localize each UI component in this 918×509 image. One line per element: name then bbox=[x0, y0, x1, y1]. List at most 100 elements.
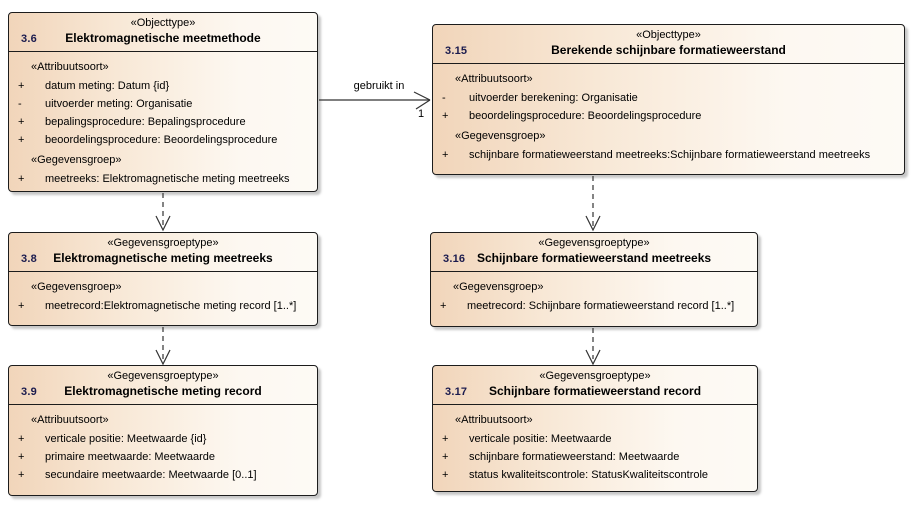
visibility-marker: + bbox=[442, 149, 449, 161]
class-box-elektromagnetische-meting-meetreeks[interactable]: «Gegevensgroeptype» 3.8 Elektromagnetisc… bbox=[8, 232, 318, 326]
class-box-elektromagnetische-meetmethode[interactable]: «Objecttype» 3.6 Elektromagnetische meet… bbox=[8, 12, 318, 192]
box-attributes-compartment: «Attribuutsoort» + datum meting: Datum {… bbox=[9, 52, 317, 191]
visibility-marker: + bbox=[442, 110, 449, 122]
connector-multiplicity: 1 bbox=[418, 108, 424, 120]
stereotype-label: «Gegevensgroeptype» bbox=[539, 370, 651, 382]
box-name-row: 3.8 Elektromagnetische meting meetreeks bbox=[15, 250, 311, 266]
attribute-row: + beoordelingsprocedure: Beoordelingspro… bbox=[9, 131, 313, 149]
attribute-text: beoordelingsprocedure: Beoordelingsproce… bbox=[45, 134, 278, 146]
attribute-row: + beoordelingsprocedure: Beoordelingspro… bbox=[433, 107, 900, 125]
attribute-text: meetrecord: Schijnbare formatieweerstand… bbox=[467, 300, 735, 312]
visibility-marker: + bbox=[18, 134, 25, 146]
box-number: 3.17 bbox=[445, 386, 468, 398]
visibility-marker: + bbox=[18, 433, 25, 445]
attribute-row: + meetrecord: Schijnbare formatieweersta… bbox=[431, 297, 753, 315]
attribute-text: secundaire meetwaarde: Meetwaarde [0..1] bbox=[45, 469, 257, 481]
attribute-text: meetreeks: Elektromagnetische meting mee… bbox=[45, 173, 290, 185]
box-number: 3.15 bbox=[445, 45, 468, 57]
visibility-marker: + bbox=[18, 451, 25, 463]
stereotype-label: «Gegevensgroeptype» bbox=[107, 237, 219, 249]
attribute-text: uitvoerder berekening: Organisatie bbox=[469, 92, 638, 104]
box-number: 3.16 bbox=[443, 253, 466, 265]
attribute-text: status kwaliteitscontrole: StatusKwalite… bbox=[469, 469, 709, 481]
connector-label: gebruikt in bbox=[354, 80, 405, 92]
box-title-compartment: «Objecttype» 3.15 Berekende schijnbare f… bbox=[433, 25, 904, 64]
box-attributes-compartment: «Attribuutsoort» + verticale positie: Me… bbox=[433, 405, 757, 488]
section-heading: «Attribuutsoort» bbox=[455, 414, 533, 426]
attribute-text: verticale positie: Meetwaarde {id} bbox=[45, 433, 207, 445]
box-title-compartment: «Gegevensgroeptype» 3.8 Elektromagnetisc… bbox=[9, 233, 317, 272]
box-title-compartment: «Gegevensgroeptype» 3.16 Schijnbare form… bbox=[431, 233, 757, 272]
box-name-row: 3.9 Elektromagnetische meting record bbox=[15, 383, 311, 399]
box-number: 3.8 bbox=[21, 253, 37, 265]
box-name-row: 3.6 Elektromagnetische meetmethode bbox=[15, 30, 311, 46]
visibility-marker: + bbox=[440, 300, 447, 312]
box-name-row: 3.15 Berekende schijnbare formatieweerst… bbox=[439, 42, 898, 58]
attribute-row: - uitvoerder meting: Organisatie bbox=[9, 95, 313, 113]
attribute-row: + primaire meetwaarde: Meetwaarde bbox=[9, 448, 313, 466]
visibility-marker: + bbox=[18, 173, 25, 185]
visibility-marker: + bbox=[18, 300, 25, 312]
open-arrowhead-right-icon bbox=[413, 91, 431, 110]
attribute-text: schijnbare formatieweerstand meetreeks:S… bbox=[469, 149, 871, 161]
class-box-schijnbare-formatieweerstand-meetreeks[interactable]: «Gegevensgroeptype» 3.16 Schijnbare form… bbox=[430, 232, 758, 327]
class-box-elektromagnetische-meting-record[interactable]: «Gegevensgroeptype» 3.9 Elektromagnetisc… bbox=[8, 365, 318, 496]
visibility-marker: + bbox=[18, 116, 25, 128]
attribute-row: + status kwaliteitscontrole: StatusKwali… bbox=[433, 466, 753, 484]
box-attributes-compartment: «Attribuutsoort» + verticale positie: Me… bbox=[9, 405, 317, 488]
stereotype-label: «Objecttype» bbox=[636, 29, 701, 41]
section-heading: «Gegevensgroep» bbox=[31, 281, 122, 293]
box-name: Schijnbare formatieweerstand meetreeks bbox=[476, 251, 712, 265]
attribute-text: schijnbare formatieweerstand: Meetwaarde bbox=[469, 451, 680, 463]
visibility-marker: + bbox=[442, 433, 449, 445]
box-name: Elektromagnetische meting meetreeks bbox=[53, 251, 273, 265]
attribute-row: + bepalingsprocedure: Bepalingsprocedure bbox=[9, 113, 313, 131]
attribute-row: + schijnbare formatieweerstand meetreeks… bbox=[433, 146, 900, 164]
open-arrowhead-down-icon bbox=[155, 215, 171, 232]
stereotype-label: «Gegevensgroeptype» bbox=[107, 370, 219, 382]
box-attributes-compartment: «Attribuutsoort» - uitvoerder berekening… bbox=[433, 64, 904, 168]
open-arrowhead-down-icon bbox=[155, 349, 171, 366]
visibility-marker: - bbox=[442, 92, 446, 104]
box-number: 3.6 bbox=[21, 33, 37, 45]
box-name: Elektromagnetische meting record bbox=[64, 384, 262, 398]
attribute-row: + verticale positie: Meetwaarde {id} bbox=[9, 430, 313, 448]
section-heading: «Gegevensgroep» bbox=[455, 130, 546, 142]
box-name: Berekende schijnbare formatieweerstand bbox=[551, 43, 786, 57]
section-heading: «Attribuutsoort» bbox=[31, 414, 109, 426]
visibility-marker: + bbox=[442, 469, 449, 481]
attribute-text: meetrecord:Elektromagnetische meting rec… bbox=[45, 300, 297, 312]
open-arrowhead-down-icon bbox=[585, 215, 601, 232]
box-name: Schijnbare formatieweerstand record bbox=[488, 384, 702, 398]
visibility-marker: + bbox=[18, 469, 25, 481]
attribute-text: uitvoerder meting: Organisatie bbox=[45, 98, 193, 110]
section-heading: «Gegevensgroep» bbox=[31, 154, 122, 166]
attribute-row: + verticale positie: Meetwaarde bbox=[433, 430, 753, 448]
stereotype-label: «Objecttype» bbox=[130, 17, 196, 29]
class-box-berekende-schijnbare-formatieweerstand[interactable]: «Objecttype» 3.15 Berekende schijnbare f… bbox=[432, 24, 905, 175]
attribute-row: + meetrecord:Elektromagnetische meting r… bbox=[9, 297, 313, 315]
visibility-marker: + bbox=[18, 80, 25, 92]
box-attributes-compartment: «Gegevensgroep» + meetrecord: Schijnbare… bbox=[431, 272, 757, 319]
attribute-row: + secundaire meetwaarde: Meetwaarde [0..… bbox=[9, 466, 313, 484]
attribute-row: + datum meting: Datum {id} bbox=[9, 77, 313, 95]
box-name: Elektromagnetische meetmethode bbox=[65, 31, 261, 45]
visibility-marker: + bbox=[442, 451, 449, 463]
box-title-compartment: «Gegevensgroeptype» 3.9 Elektromagnetisc… bbox=[9, 366, 317, 405]
box-number: 3.9 bbox=[21, 386, 37, 398]
box-title-compartment: «Gegevensgroeptype» 3.17 Schijnbare form… bbox=[433, 366, 757, 405]
box-name-row: 3.16 Schijnbare formatieweerstand meetre… bbox=[437, 250, 751, 266]
attribute-text: beoordelingsprocedure: Beoordelingsproce… bbox=[469, 110, 702, 122]
attribute-text: bepalingsprocedure: Bepalingsprocedure bbox=[45, 116, 246, 128]
attribute-text: primaire meetwaarde: Meetwaarde bbox=[45, 451, 215, 463]
section-heading: «Attribuutsoort» bbox=[31, 61, 109, 73]
section-heading: «Attribuutsoort» bbox=[455, 73, 533, 85]
stereotype-label: «Gegevensgroeptype» bbox=[538, 237, 650, 249]
visibility-marker: - bbox=[18, 98, 22, 110]
class-box-schijnbare-formatieweerstand-record[interactable]: «Gegevensgroeptype» 3.17 Schijnbare form… bbox=[432, 365, 758, 492]
attribute-text: datum meting: Datum {id} bbox=[45, 80, 170, 92]
attribute-row: + meetreeks: Elektromagnetische meting m… bbox=[9, 170, 313, 188]
box-title-compartment: «Objecttype» 3.6 Elektromagnetische meet… bbox=[9, 13, 317, 52]
attribute-row: + schijnbare formatieweerstand: Meetwaar… bbox=[433, 448, 753, 466]
